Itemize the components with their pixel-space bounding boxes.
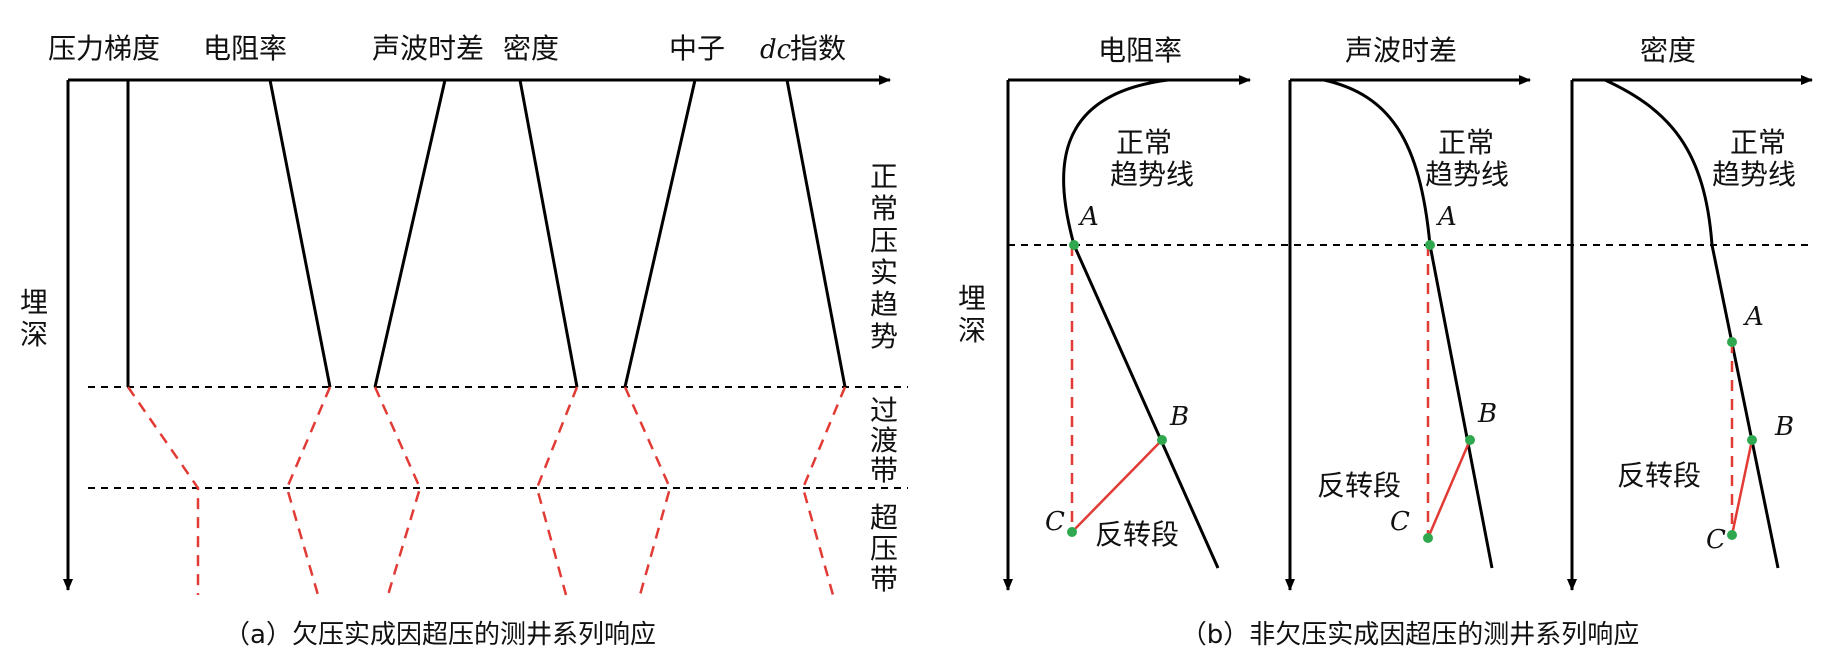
trend-label-line1: 正常 (1438, 126, 1494, 159)
zone-normal-3: 压 (870, 224, 898, 257)
anomaly-dc-index (801, 386, 847, 596)
zone-transition-3: 带 (870, 454, 898, 487)
point-c-marker (1067, 527, 1077, 537)
anomaly-density (535, 386, 579, 596)
track-label-dc-prefix: dc (760, 35, 792, 65)
track-title-sonic: 声波时差 (1345, 34, 1457, 67)
point-c-label: C (1045, 507, 1065, 537)
track-title-resistivity: 电阻率 (1098, 34, 1182, 67)
zone-normal-4: 实 (870, 256, 898, 289)
point-a-marker (1069, 240, 1079, 250)
panel-b-depth-label-1: 埋 (958, 282, 986, 315)
point-b-marker (1465, 435, 1475, 445)
panel-a-depth-label-1: 埋 (20, 286, 48, 319)
zone-over-1: 超 (870, 501, 898, 534)
zone-normal-6: 势 (870, 320, 898, 353)
trend-dc-index (785, 79, 847, 388)
track-label-pressure-gradient: 压力梯度 (48, 32, 160, 65)
point-c-marker (1727, 530, 1737, 540)
trend-resistivity (268, 79, 332, 388)
anomaly-sonic (373, 386, 422, 596)
track-label-density: 密度 (503, 32, 559, 65)
point-a-label: A (1743, 302, 1764, 332)
track-label-sonic: 声波时差 (372, 32, 484, 65)
trend-label-line2: 趋势线 (1425, 158, 1509, 191)
track-label-resistivity: 电阻率 (203, 32, 287, 65)
panel-b: 埋 深 电阻率 A B C 正常 趋势线 反转段 声波时差 (958, 34, 1813, 650)
point-a-marker (1425, 240, 1435, 250)
track-resistivity: 电阻率 A B C 正常 趋势线 反转段 (1003, 34, 1251, 591)
trend-label-line1: 正常 (1730, 126, 1786, 159)
zone-normal-1: 正 (870, 160, 898, 193)
point-a-marker (1727, 337, 1737, 347)
panel-b-caption: （b）非欠压实成因超压的测井系列响应 (1181, 620, 1640, 650)
point-a-label: A (1436, 202, 1457, 232)
trend-label-line1: 正常 (1116, 126, 1172, 159)
trend-density (518, 79, 579, 388)
reversal-segment-sonic (1426, 439, 1472, 539)
reversal-segment-resistivity (1071, 439, 1163, 533)
track-label-dc-index: 指数 (790, 32, 846, 65)
point-c-marker (1423, 533, 1433, 543)
anomaly-pressure-gradient (126, 386, 200, 595)
point-b-label: B (1774, 412, 1794, 442)
track-density: 密度 A B C 正常 趋势线 反转段 (1567, 34, 1813, 591)
anomaly-neutron (623, 386, 672, 596)
point-b-label: B (1477, 399, 1497, 429)
zone-over-3: 带 (870, 563, 898, 596)
point-b-marker (1747, 435, 1757, 445)
reversal-label: 反转段 (1095, 518, 1179, 551)
track-title-density: 密度 (1640, 34, 1696, 67)
trend-line-sonic (1323, 78, 1494, 569)
track-label-neutron: 中子 (669, 32, 725, 65)
zone-transition-2: 渡 (870, 424, 898, 457)
point-b-label: B (1169, 402, 1189, 432)
trend-label-line2: 趋势线 (1110, 158, 1194, 191)
panel-a: 压力梯度 电阻率 声波时差 密度 中子 dc 指数 埋 深 正 常 压 实 趋 … (20, 32, 908, 650)
panel-a-caption: （a）欠压实成因超压的测井系列响应 (224, 620, 656, 650)
reversal-label: 反转段 (1617, 459, 1701, 492)
point-a-label: A (1078, 202, 1099, 232)
panel-b-depth-label-2: 深 (958, 314, 986, 347)
point-b-marker (1157, 435, 1167, 445)
reversal-label: 反转段 (1317, 469, 1401, 502)
reversal-segment-density (1730, 439, 1754, 536)
trend-label-line2: 趋势线 (1712, 158, 1796, 191)
track-sonic: 声波时差 A B C 正常 趋势线 反转段 (1285, 34, 1531, 591)
trend-line-density (1604, 78, 1780, 569)
trend-line-resistivity (1062, 78, 1220, 569)
zone-normal-2: 常 (870, 192, 898, 225)
panel-a-depth-label-2: 深 (20, 318, 48, 351)
trend-neutron (623, 79, 697, 388)
trend-sonic (373, 79, 447, 388)
anomaly-resistivity (285, 386, 332, 596)
point-c-label: C (1390, 507, 1410, 537)
zone-normal-5: 趋 (870, 288, 898, 321)
zone-transition-1: 过 (870, 394, 898, 427)
zone-over-2: 压 (870, 532, 898, 565)
point-c-label: C (1706, 525, 1726, 555)
